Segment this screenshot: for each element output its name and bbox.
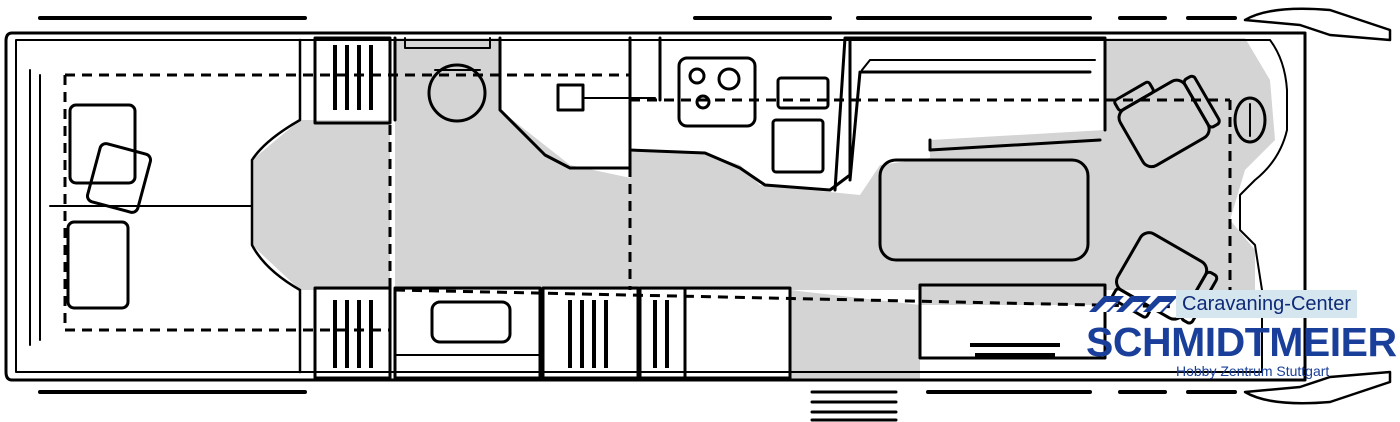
pillow: [68, 103, 137, 185]
table: [878, 158, 1090, 262]
hob: [677, 56, 757, 128]
sink: [776, 76, 830, 110]
sink: [771, 118, 825, 174]
pillow: [66, 220, 130, 310]
inner-wall: [15, 39, 1288, 373]
sink-bath: [430, 300, 512, 344]
pillow: [85, 142, 153, 214]
dealer-watermark: Caravaning-Center SCHMIDTMEIER Hobby Zen…: [1080, 288, 1397, 380]
steering-wheel: [1233, 96, 1267, 144]
vents: [333, 45, 1060, 368]
control-box: [556, 83, 585, 112]
watermark-subtitle: Hobby Zentrum Stuttgart: [1176, 363, 1330, 379]
watermark-name: SCHMIDTMEIER: [1086, 319, 1397, 365]
dashed-lines: [63, 40, 1236, 332]
vehicle-outline: [4, 31, 1307, 382]
floor-area: [252, 38, 1275, 380]
watermark-top-text: Caravaning-Center: [1176, 290, 1357, 318]
cab-seat: [1113, 74, 1221, 169]
dealer-logo-icon: [1089, 296, 1178, 312]
trim-lines: [38, 16, 1237, 394]
toilet: [427, 63, 487, 123]
